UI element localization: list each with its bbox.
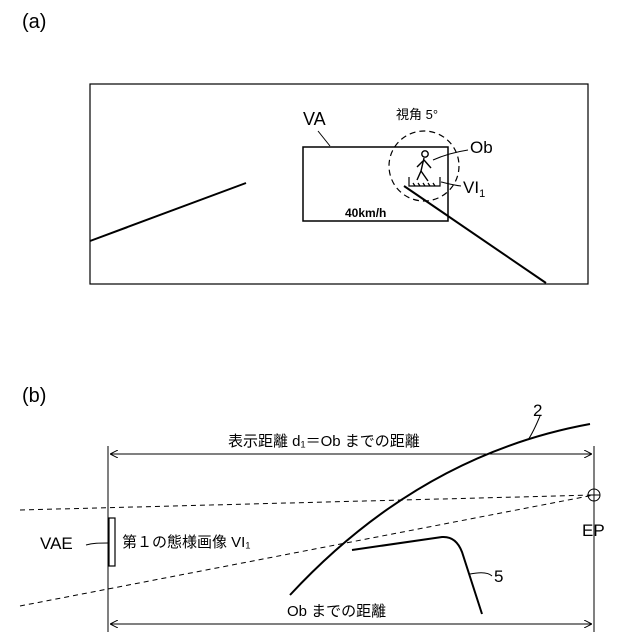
ref-5-label: 5 bbox=[494, 567, 503, 586]
first-mode-image-label: 第１の態様画像 VI₁ bbox=[122, 533, 250, 551]
panel-b-label: (b) bbox=[22, 385, 46, 407]
ob-distance-label: Ob までの距離 bbox=[287, 602, 386, 620]
va-leader-line bbox=[318, 131, 330, 146]
display-distance-label: 表示距離 d₁＝Ob までの距離 bbox=[228, 432, 420, 450]
va-label: VA bbox=[303, 109, 326, 129]
upper-sight-line bbox=[20, 495, 594, 510]
speed-label: 40km/h bbox=[345, 206, 386, 220]
ep-label: EP bbox=[582, 521, 605, 540]
lower-sight-line bbox=[20, 495, 594, 606]
ref-5-leader-line bbox=[470, 573, 492, 576]
eye-point-icon bbox=[588, 489, 600, 501]
panel-a-label: (a) bbox=[22, 11, 46, 33]
ref-2-label: 2 bbox=[533, 401, 542, 420]
vae-label: VAE bbox=[40, 534, 73, 553]
view-angle-label: 視角 5° bbox=[396, 107, 438, 122]
vae-leader-line bbox=[86, 543, 108, 545]
ob-label: Ob bbox=[470, 138, 493, 157]
vae-rectangle bbox=[109, 518, 115, 566]
vi1-label: VI1 bbox=[463, 178, 485, 200]
road-left-edge bbox=[90, 183, 246, 241]
